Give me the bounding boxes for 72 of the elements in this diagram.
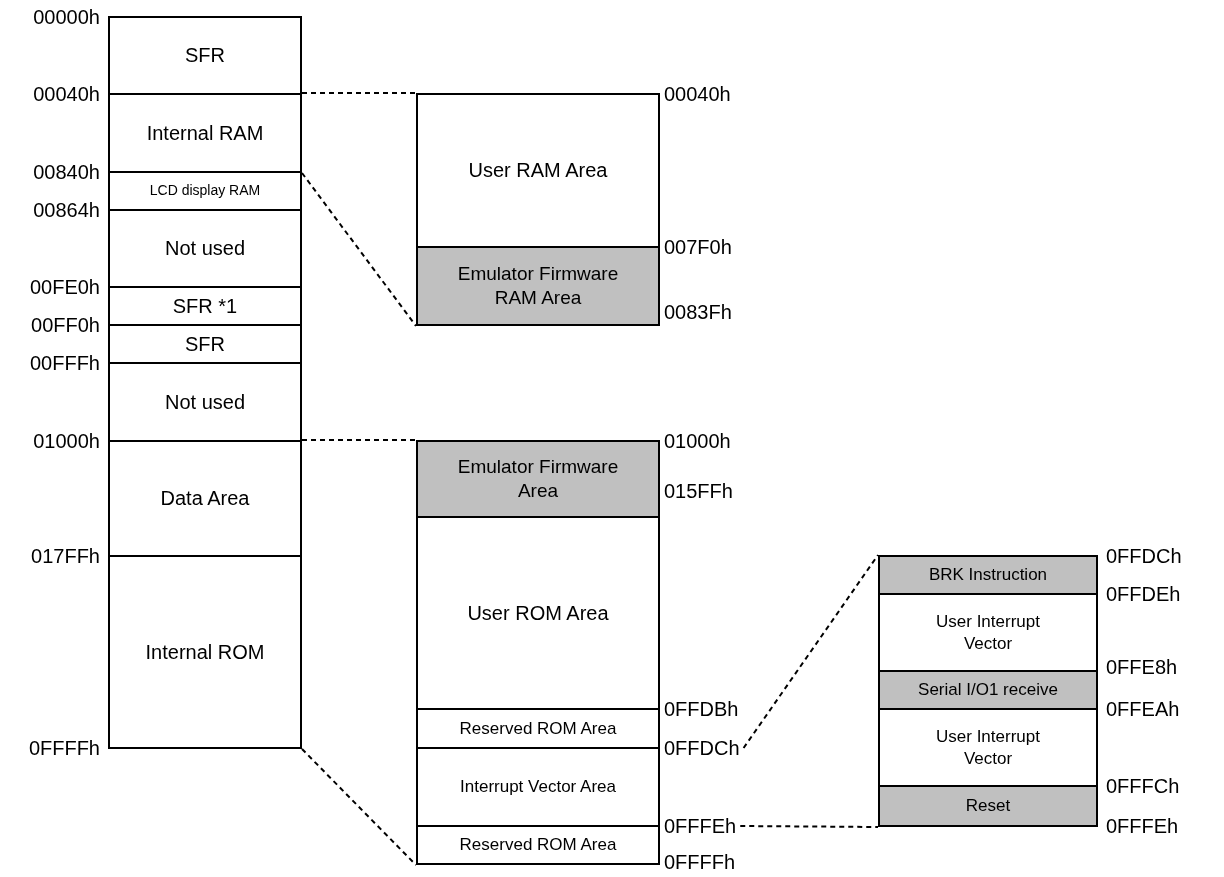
memory-block [108,16,302,95]
memory-block [108,286,302,326]
block-label: SFR [185,43,225,68]
address-label: 0FFDCh [664,736,740,760]
address-label: 0FFFFh [664,850,736,874]
dashed-line [301,172,417,327]
block-label: Emulator Firmware Area [456,455,620,503]
block-label: Reset [965,795,1011,817]
address-label: 00000h [33,5,100,29]
memory-block [416,708,660,749]
dashed-line [739,825,879,828]
memory-block [108,209,302,288]
memory-block [416,440,660,518]
block-label: User RAM Area [468,158,608,183]
address-label: 0FFFEh [664,814,737,838]
block-label: Reserved ROM Area [459,834,617,856]
memory-block [878,670,1098,710]
block-label: SFR *1 [172,293,238,319]
address-label: 00864h [33,198,100,222]
memory-block [108,171,302,211]
address-label: 00040h [33,82,100,106]
address-label: 00040h [664,82,731,106]
block-label: SFR [185,331,225,357]
memory-block [878,785,1098,827]
address-label: 007F0h [664,235,732,259]
block-label: Not used [164,389,246,415]
dashed-line [301,92,417,94]
memory-block [108,555,302,749]
block-label: Internal ROM [145,639,265,665]
memory-block [878,593,1098,672]
memory-block [108,440,302,557]
block-label: BRK Instruction [928,564,1048,586]
address-label: 0FFEAh [1106,697,1180,721]
memory-block [108,93,302,173]
block-label: User Interrupt Vector [935,611,1041,654]
memory-block [108,324,302,364]
address-label: 0FFDCh [1106,544,1182,568]
address-label: 00840h [33,160,100,184]
block-label: Emulator Firmware RAM Area [456,262,620,310]
address-label: 0083Fh [664,300,732,324]
block-label: Interrupt Vector Area [460,776,616,798]
block-label: Serial I/O1 receive [918,679,1058,701]
memory-block [416,747,660,827]
memory-block [108,362,302,442]
address-label: 015FFh [664,479,733,503]
memory-block [416,516,660,710]
address-label: 017FFh [31,544,100,568]
block-label: Not used [164,236,246,261]
block-label: Data Area [160,486,250,511]
block-label: User Interrupt Vector [935,726,1041,769]
address-label: 01000h [33,429,100,453]
address-label: 0FFDBh [664,697,739,721]
memory-block [416,825,660,865]
dashed-line [742,554,879,749]
address-label: 0FFDEh [1106,582,1181,606]
address-label: 01000h [664,429,731,453]
block-label: User ROM Area [467,600,609,626]
memory-block [878,708,1098,787]
address-label: 00FF0h [31,313,100,337]
address-label: 00FE0h [29,275,100,299]
block-label: Reserved ROM Area [459,717,617,740]
address-label: 0FFE8h [1106,655,1178,679]
dashed-line [301,439,417,441]
memory-block [416,246,660,326]
memory-block [878,555,1098,595]
block-label: LCD display RAM [149,182,261,200]
address-label: 0FFFCh [1106,774,1180,798]
address-label: 0FFFEh [1106,814,1179,838]
block-label: Internal RAM [146,120,264,146]
address-label: 0FFFFh [28,736,100,760]
memory-block [416,93,660,248]
address-label: 00FFFh [29,351,100,375]
